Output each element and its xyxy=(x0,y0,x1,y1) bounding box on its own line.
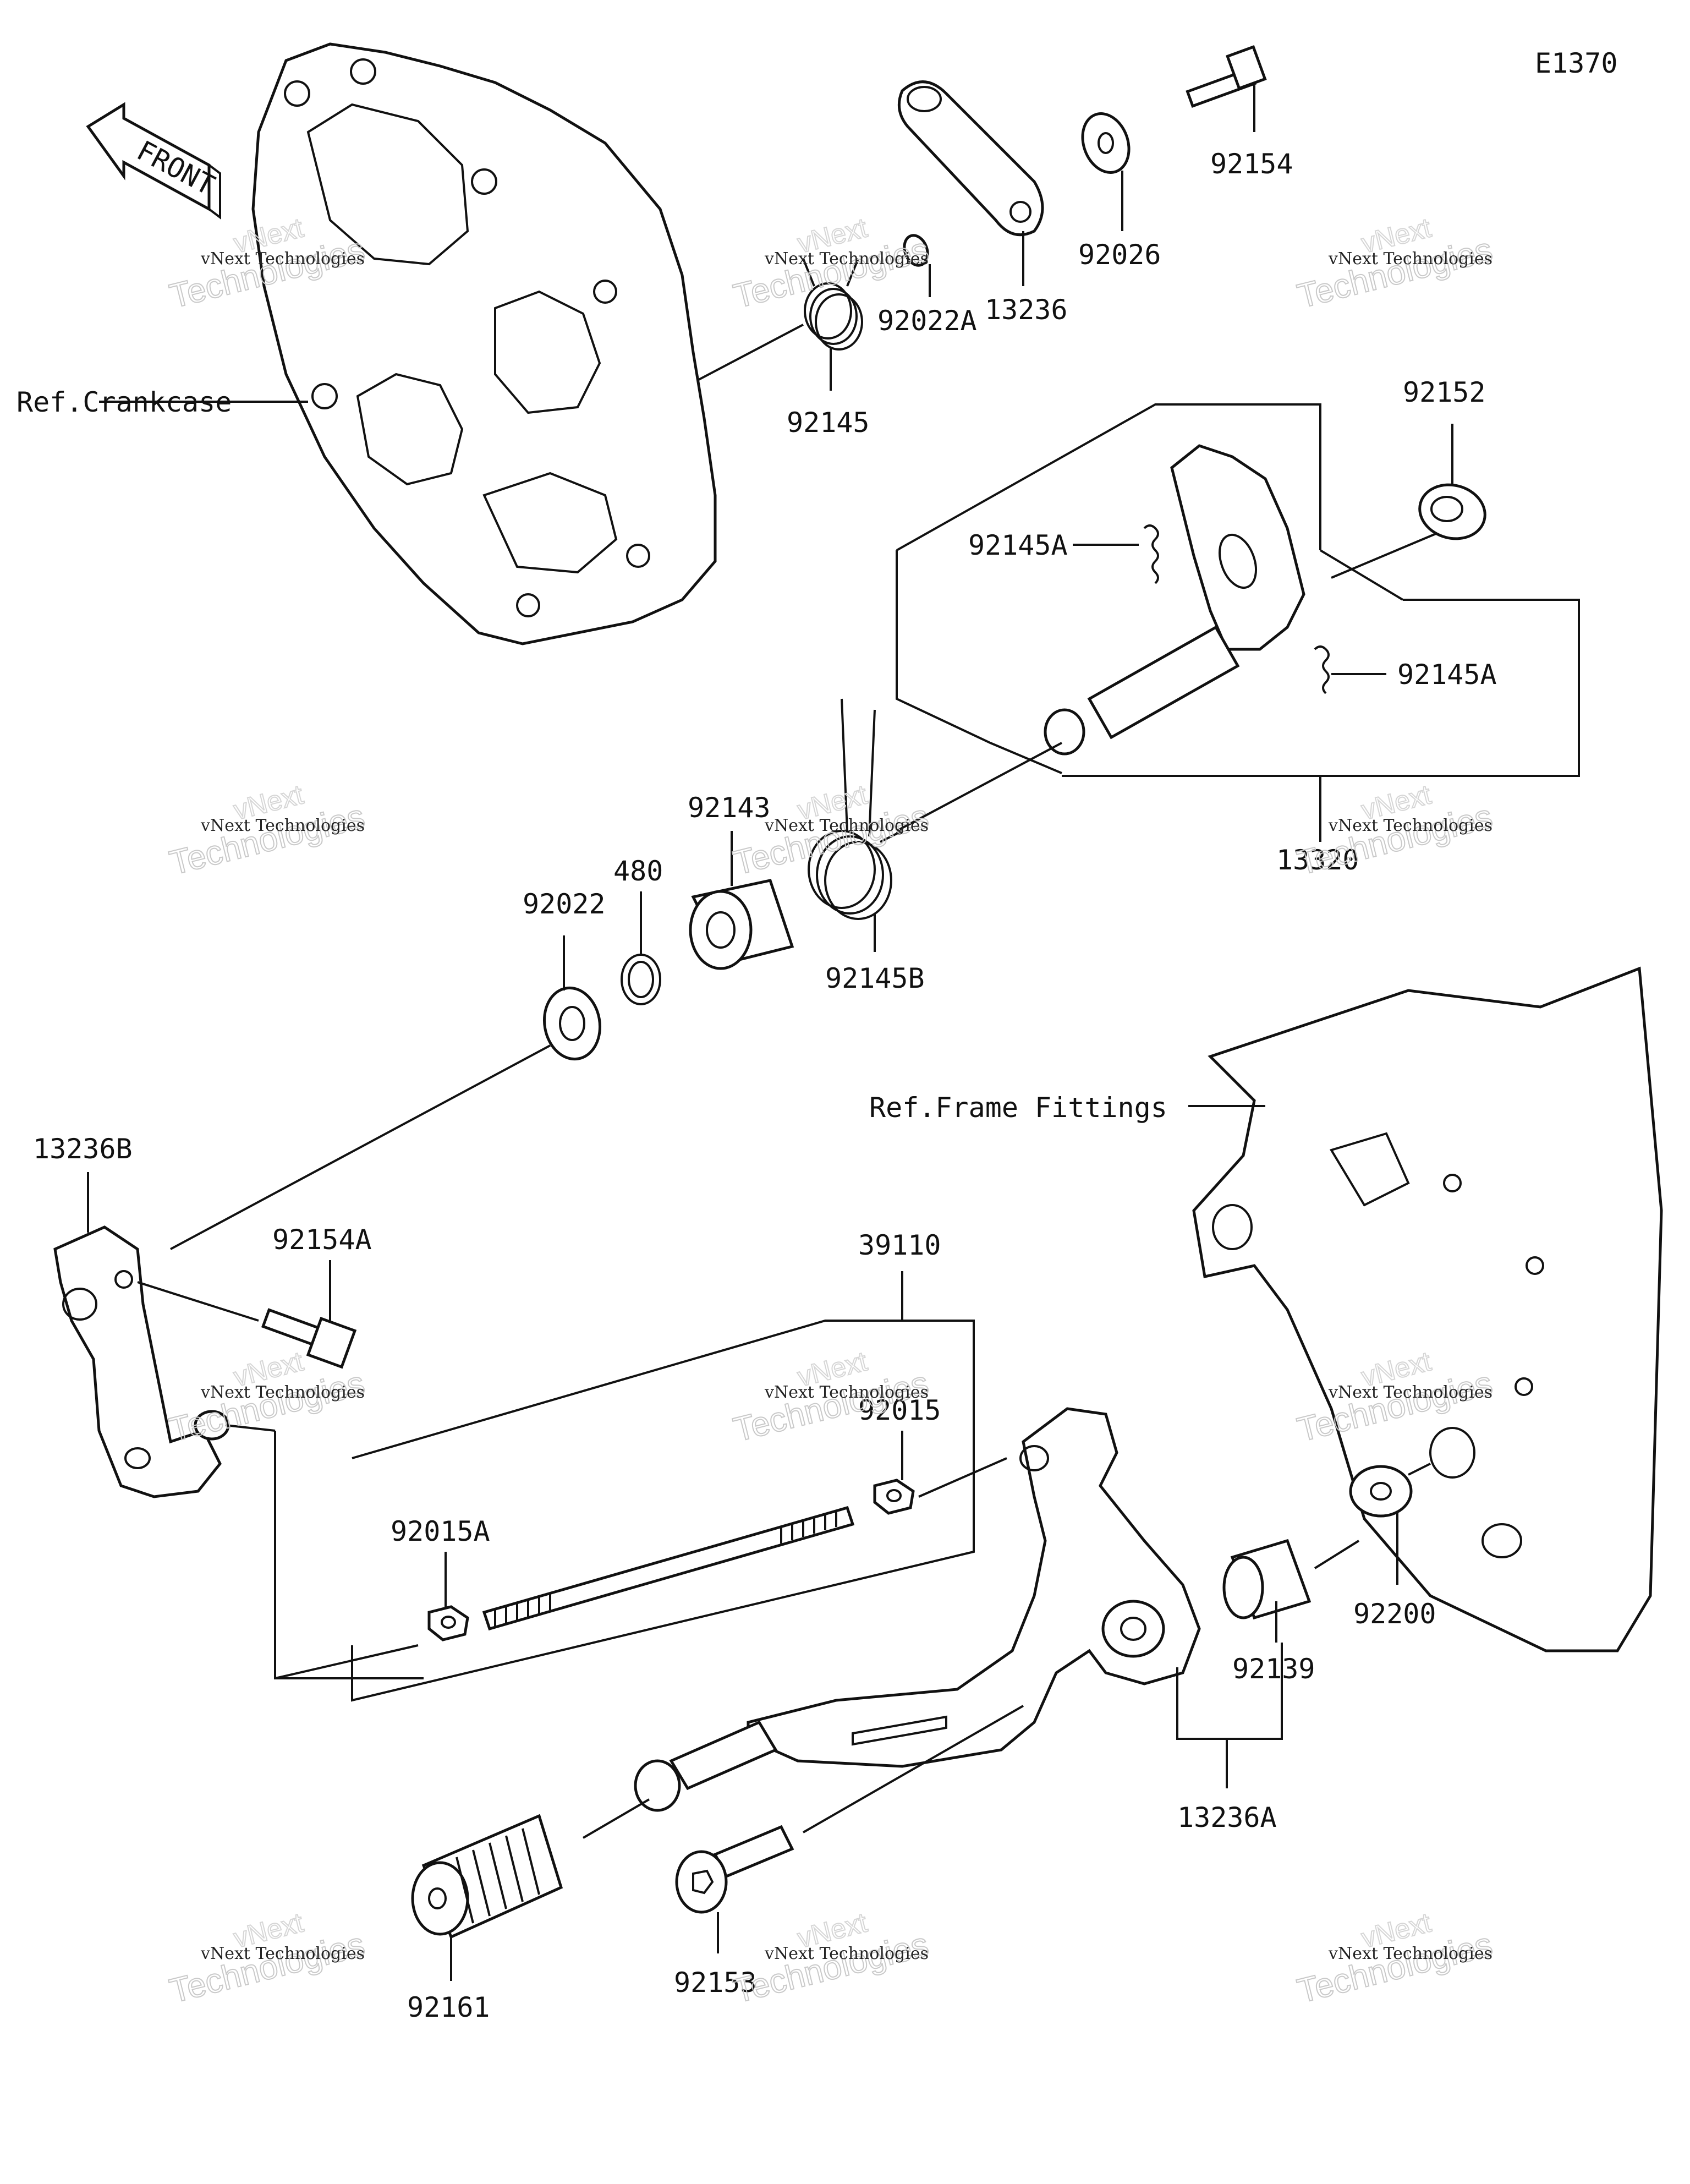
diagram-code: E1370 xyxy=(1535,47,1618,79)
label-92026: 92026 xyxy=(1078,239,1161,271)
label-92015A: 92015A xyxy=(391,1515,490,1547)
label-92145A-right: 92145A xyxy=(1397,659,1497,691)
label-13320: 13320 xyxy=(1276,844,1359,876)
label-39110: 39110 xyxy=(858,1229,941,1261)
label-92143: 92143 xyxy=(688,792,771,824)
crankcase-part xyxy=(251,42,717,645)
label-92145A-top: 92145A xyxy=(968,529,1068,561)
part-480 xyxy=(621,954,661,1005)
svg-text:vNext Technologies: vNext Technologies xyxy=(200,816,365,835)
svg-text:vNext Technologies: vNext Technologies xyxy=(1328,1944,1493,1963)
watermark-12: Technologies vNext vNext Technologies xyxy=(1293,1906,1497,2011)
svg-text:vNext Technologies: vNext Technologies xyxy=(200,249,365,269)
label-92145: 92145 xyxy=(787,407,870,439)
part-92022A xyxy=(903,234,929,267)
watermark-6: Technologies vNext vNext Technologies xyxy=(1293,778,1497,883)
part-92022 xyxy=(542,986,602,1061)
label-92161: 92161 xyxy=(407,1991,490,2023)
watermark-3: Technologies vNext vNext Technologies xyxy=(1293,211,1497,316)
part-92154 xyxy=(1186,45,1267,108)
part-92145B xyxy=(808,698,892,920)
svg-text:vNext Technologies: vNext Technologies xyxy=(1328,1383,1493,1402)
part-13320-shift-shaft xyxy=(1044,444,1305,756)
label-92022: 92022 xyxy=(523,888,606,920)
label-92152: 92152 xyxy=(1403,376,1486,408)
part-92139 xyxy=(1222,1539,1312,1620)
label-92022A: 92022A xyxy=(877,305,977,337)
part-92145 xyxy=(802,258,863,351)
part-92154A xyxy=(261,1308,357,1369)
part-92200 xyxy=(1349,1465,1413,1518)
label-92153: 92153 xyxy=(674,1967,757,1999)
label-92139: 92139 xyxy=(1232,1653,1315,1685)
ref-frame-fittings-label: Ref.Frame Fittings xyxy=(869,1092,1167,1124)
watermark-4: Technologies vNext vNext Technologies xyxy=(166,778,369,883)
svg-text:vNext Technologies: vNext Technologies xyxy=(764,1383,929,1402)
label-13236B: 13236B xyxy=(33,1133,133,1165)
svg-text:vNext Technologies: vNext Technologies xyxy=(200,1383,365,1402)
part-92015A xyxy=(427,1605,469,1641)
label-92015: 92015 xyxy=(858,1394,941,1426)
svg-text:vNext Technologies: vNext Technologies xyxy=(764,1944,929,1963)
part-92145A-right xyxy=(1314,645,1330,694)
front-arrow: FRONT xyxy=(86,102,221,220)
part-39110-tie-rod xyxy=(482,1506,855,1631)
part-13236B xyxy=(53,1225,230,1498)
part-92153 xyxy=(675,1825,794,1914)
label-480: 480 xyxy=(613,855,663,887)
label-92145B: 92145B xyxy=(825,962,925,994)
part-92015 xyxy=(873,1479,915,1515)
svg-text:vNext Technologies: vNext Technologies xyxy=(1328,249,1493,269)
svg-text:vNext Technologies: vNext Technologies xyxy=(764,249,929,269)
watermark-11: Technologies vNext vNext Technologies xyxy=(729,1906,933,2011)
part-92145A-top xyxy=(1143,524,1159,584)
svg-text:vNext Technologies: vNext Technologies xyxy=(200,1944,365,1963)
watermark-10: Technologies vNext vNext Technologies xyxy=(166,1906,369,2011)
part-13236 xyxy=(897,80,1044,237)
part-92152 xyxy=(1418,483,1486,540)
svg-text:vNext Technologies: vNext Technologies xyxy=(764,816,929,835)
label-92154: 92154 xyxy=(1210,148,1293,180)
part-92161 xyxy=(411,1814,563,1939)
part-13236A-shift-pedal xyxy=(634,1407,1201,1812)
label-92154A: 92154A xyxy=(272,1224,372,1256)
svg-text:vNext Technologies: vNext Technologies xyxy=(1328,816,1493,835)
label-92200: 92200 xyxy=(1353,1598,1436,1630)
part-92143 xyxy=(689,879,794,970)
label-13236A: 13236A xyxy=(1177,1802,1277,1833)
part-92026 xyxy=(1081,112,1131,174)
ref-crankcase-label: Ref.Crankcase xyxy=(17,386,232,418)
watermark-2: Technologies vNext vNext Technologies xyxy=(729,211,933,316)
label-13236: 13236 xyxy=(985,294,1068,326)
